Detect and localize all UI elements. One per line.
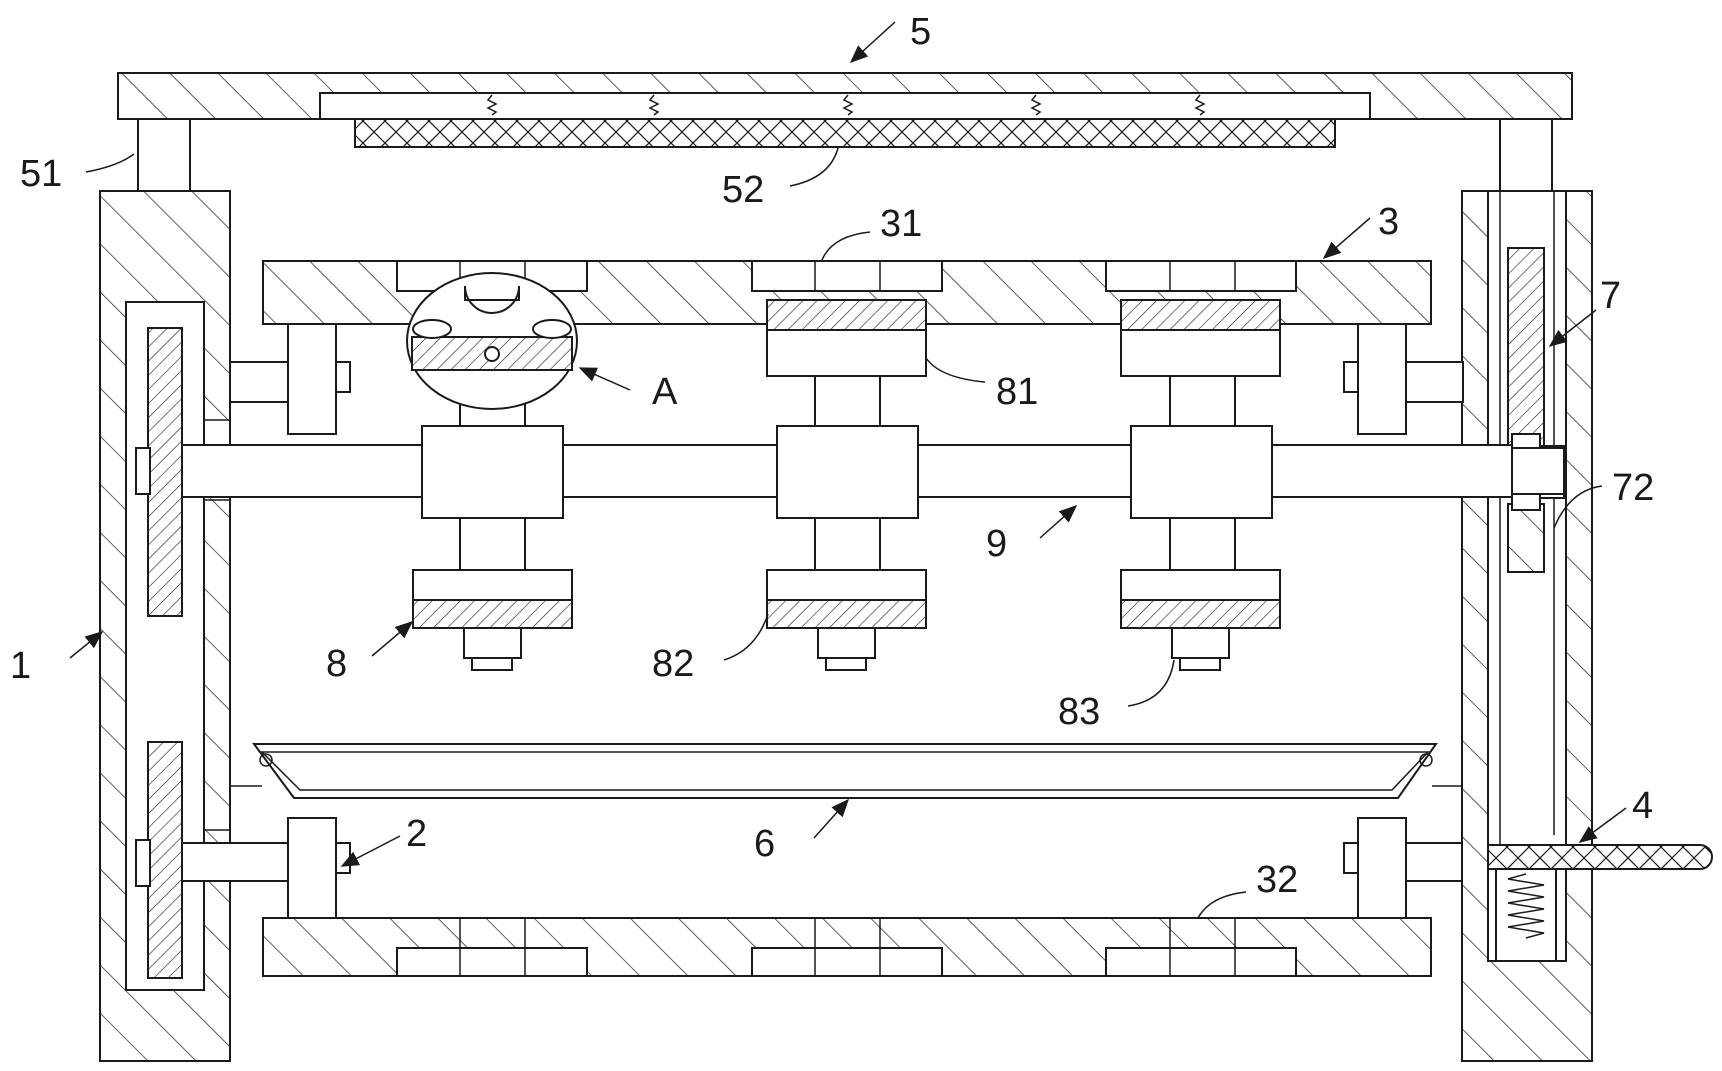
- callout-8: 8: [326, 643, 347, 685]
- callout-81: 81: [996, 371, 1038, 413]
- lower-plate-32: [262, 917, 1432, 977]
- callout-51: 51: [20, 153, 62, 195]
- callout-83: 83: [1058, 691, 1100, 733]
- detail-a: [406, 272, 578, 410]
- clamp-column-middle: [766, 299, 927, 671]
- tray-6: [230, 743, 1462, 799]
- upper-brackets: [229, 323, 1464, 435]
- right-frame: [1461, 190, 1713, 1062]
- callout-labels: 5 51 52 31 3 7 A 81 72 9 1 8 82 83 2 4 6…: [10, 11, 1654, 901]
- leader-lines: [69, 21, 1627, 919]
- clamp-column-right: [1120, 299, 1281, 671]
- callout-5: 5: [910, 11, 931, 53]
- top-plate-5: [117, 72, 1573, 148]
- left-frame-1: [99, 190, 231, 1062]
- callout-1: 1: [10, 645, 31, 687]
- callout-3: 3: [1378, 201, 1399, 243]
- lower-brackets-2: [135, 817, 1463, 919]
- callout-a: A: [652, 371, 678, 413]
- callout-72: 72: [1612, 467, 1654, 509]
- callout-32: 32: [1256, 859, 1298, 901]
- callout-4: 4: [1632, 785, 1653, 827]
- callout-7: 7: [1600, 275, 1621, 317]
- callout-82: 82: [652, 643, 694, 685]
- callout-2: 2: [406, 813, 427, 855]
- callout-31: 31: [880, 203, 922, 245]
- callout-52: 52: [722, 169, 764, 211]
- callout-6: 6: [754, 823, 775, 865]
- callout-9: 9: [986, 523, 1007, 565]
